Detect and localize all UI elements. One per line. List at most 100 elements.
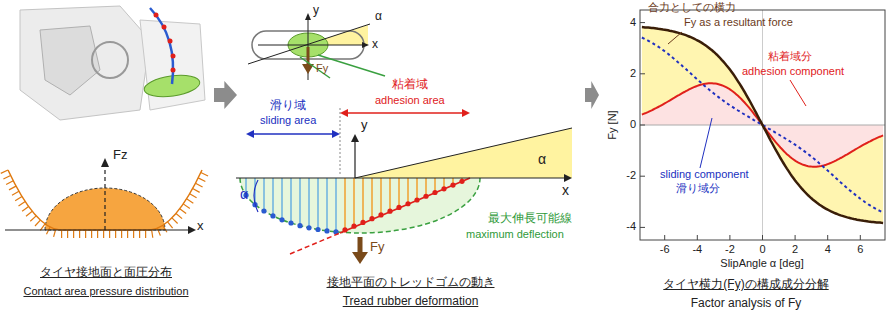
adhesion-line <box>340 178 470 233</box>
arrow-head <box>351 134 359 142</box>
tick-label: -4 <box>626 220 636 233</box>
area-label: 粘着域 <box>392 78 428 92</box>
axis-title: Fy [N] <box>606 110 619 139</box>
tick-label: 2 <box>792 243 798 256</box>
hatch-stroke <box>115 230 116 238</box>
tick-label: -6 <box>660 243 670 256</box>
arrow-head <box>462 109 470 117</box>
angle-label: α <box>375 10 382 24</box>
tire-section-line <box>150 8 173 84</box>
leader-line <box>790 80 806 106</box>
tick <box>664 235 665 240</box>
hatch-stroke <box>201 172 208 175</box>
hatch-stroke <box>157 228 160 235</box>
tread-deflection-lines <box>243 178 464 234</box>
hatch-stroke <box>190 194 197 198</box>
rubber-tip <box>261 208 266 213</box>
tick-label: -4 <box>692 243 702 256</box>
hatch-stroke <box>198 178 205 182</box>
curve-label: 最大伸長可能線 <box>488 212 572 226</box>
rubber-tip <box>279 217 284 222</box>
y-axis <box>354 140 355 178</box>
stage-panel: タイヤ横力(Fy)の構成成分分解 Factor analysis of Fy <box>600 0 892 325</box>
hatch-stroke <box>46 227 50 234</box>
hatch-stroke <box>103 230 104 238</box>
rubber-element <box>335 178 337 232</box>
rubber-element <box>407 178 409 204</box>
caption-text: Factor analysis of Fy <box>691 296 802 310</box>
legend-text: adhesion component <box>742 65 844 78</box>
rubber-element <box>380 178 382 215</box>
hatch-stroke <box>183 204 190 209</box>
caption-text: Contact area pressure distribution <box>23 285 188 297</box>
flow-arrow <box>585 81 599 109</box>
axis-label: x <box>197 219 204 234</box>
rubber-element <box>425 178 427 196</box>
hatch-stroke <box>35 220 40 226</box>
car-body <box>20 6 150 120</box>
tick <box>795 235 796 240</box>
hatch-stroke <box>163 225 167 232</box>
tick-label: 6 <box>857 243 863 256</box>
arrow-head <box>564 174 572 182</box>
top-view <box>248 13 385 80</box>
plot-frame <box>640 10 885 240</box>
arrow-head <box>352 252 368 264</box>
caption-text: Tread rubber deformation <box>343 294 479 308</box>
legend-text: sliding component <box>660 168 749 181</box>
plot-ground <box>640 10 885 240</box>
angle-label: α <box>538 151 546 167</box>
stage-panel: タイヤ接地面と面圧分布Contact area pressure distrib… <box>0 0 212 325</box>
hatch-stroke <box>152 230 153 238</box>
tick-label: -2 <box>725 243 735 256</box>
rubber-element <box>272 178 274 216</box>
tick-label: 0 <box>759 243 765 256</box>
axis-label: y <box>361 118 368 133</box>
arrow-head <box>101 158 109 167</box>
hatch-stroke <box>97 230 98 238</box>
flow-arrow <box>214 81 237 109</box>
x-axis <box>236 177 566 178</box>
area-label: 滑り域 <box>270 99 306 113</box>
hatch-stroke <box>73 230 74 238</box>
force-label: Fy <box>370 240 384 255</box>
tick <box>860 235 861 240</box>
tick <box>827 235 828 240</box>
fy-chart <box>640 10 885 240</box>
heading-line <box>355 128 572 178</box>
rubber-tip <box>297 223 302 228</box>
legend-text: 粘着域分 <box>768 50 812 63</box>
hatch-stroke <box>9 186 16 190</box>
tick-label: -2 <box>626 169 636 182</box>
hatch-stroke <box>127 230 128 238</box>
hatch-stroke <box>1 170 8 173</box>
hatch-stroke <box>133 230 134 238</box>
rubber-tip <box>270 213 275 218</box>
arrow-head <box>188 226 196 234</box>
axis-label: x <box>372 38 378 52</box>
arrow-head <box>340 109 348 117</box>
rubber-element <box>362 178 364 222</box>
rubber-element <box>371 178 373 219</box>
x-axis <box>258 45 364 46</box>
rubber-element <box>416 178 418 200</box>
rubber-element <box>290 178 292 223</box>
caption-line: タイヤ横力(Fy)の構成成分分解 <box>600 274 892 292</box>
hatch-stroke <box>168 222 173 228</box>
tick <box>697 235 698 240</box>
hatch-stroke <box>79 230 80 238</box>
hatch-stroke <box>12 191 19 195</box>
axis-label: y <box>313 4 319 18</box>
hatch-stroke <box>145 230 146 238</box>
hatch-stroke <box>6 181 13 185</box>
arrow-head <box>305 13 311 20</box>
sliding-span <box>252 133 334 135</box>
arrow-head <box>332 130 340 138</box>
max-deflection-line <box>240 178 480 233</box>
angle-label: α <box>240 186 248 202</box>
tick-label: 4 <box>825 243 831 256</box>
rubber-tip <box>324 228 329 233</box>
area-label: sliding area <box>260 114 316 127</box>
slip-wedge <box>355 128 572 178</box>
